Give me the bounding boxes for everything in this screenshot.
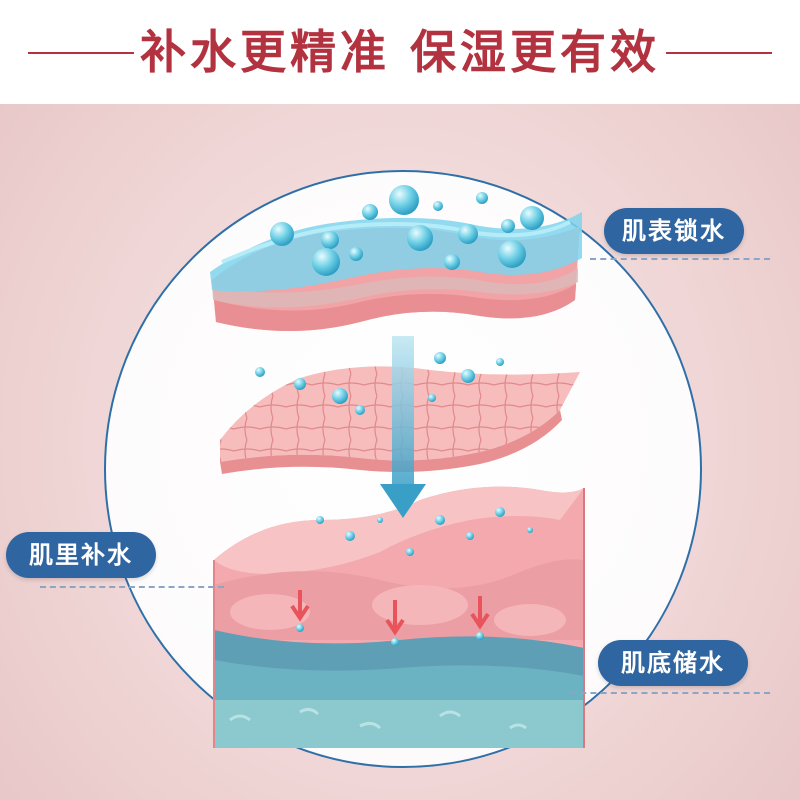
label-inner-line bbox=[40, 586, 224, 588]
page-title: 补水更精准 保湿更有效 bbox=[139, 25, 660, 79]
surface-layer bbox=[210, 212, 582, 331]
label-deep-store-water: 肌底储水 bbox=[598, 640, 748, 686]
water-bubbles bbox=[255, 185, 544, 646]
label-inner-hydrate: 肌里补水 bbox=[6, 532, 156, 578]
header-banner: 补水更精准 保湿更有效 bbox=[0, 0, 800, 104]
header-line-left bbox=[28, 52, 134, 54]
header-line-right bbox=[666, 52, 772, 54]
water-flow-arrow bbox=[380, 336, 426, 518]
label-surface-line bbox=[590, 258, 770, 260]
down-arrows bbox=[290, 590, 490, 636]
deep-skin-block bbox=[213, 486, 585, 748]
label-surface-lock-water: 肌表锁水 bbox=[604, 208, 744, 254]
label-deep-line bbox=[570, 692, 770, 694]
